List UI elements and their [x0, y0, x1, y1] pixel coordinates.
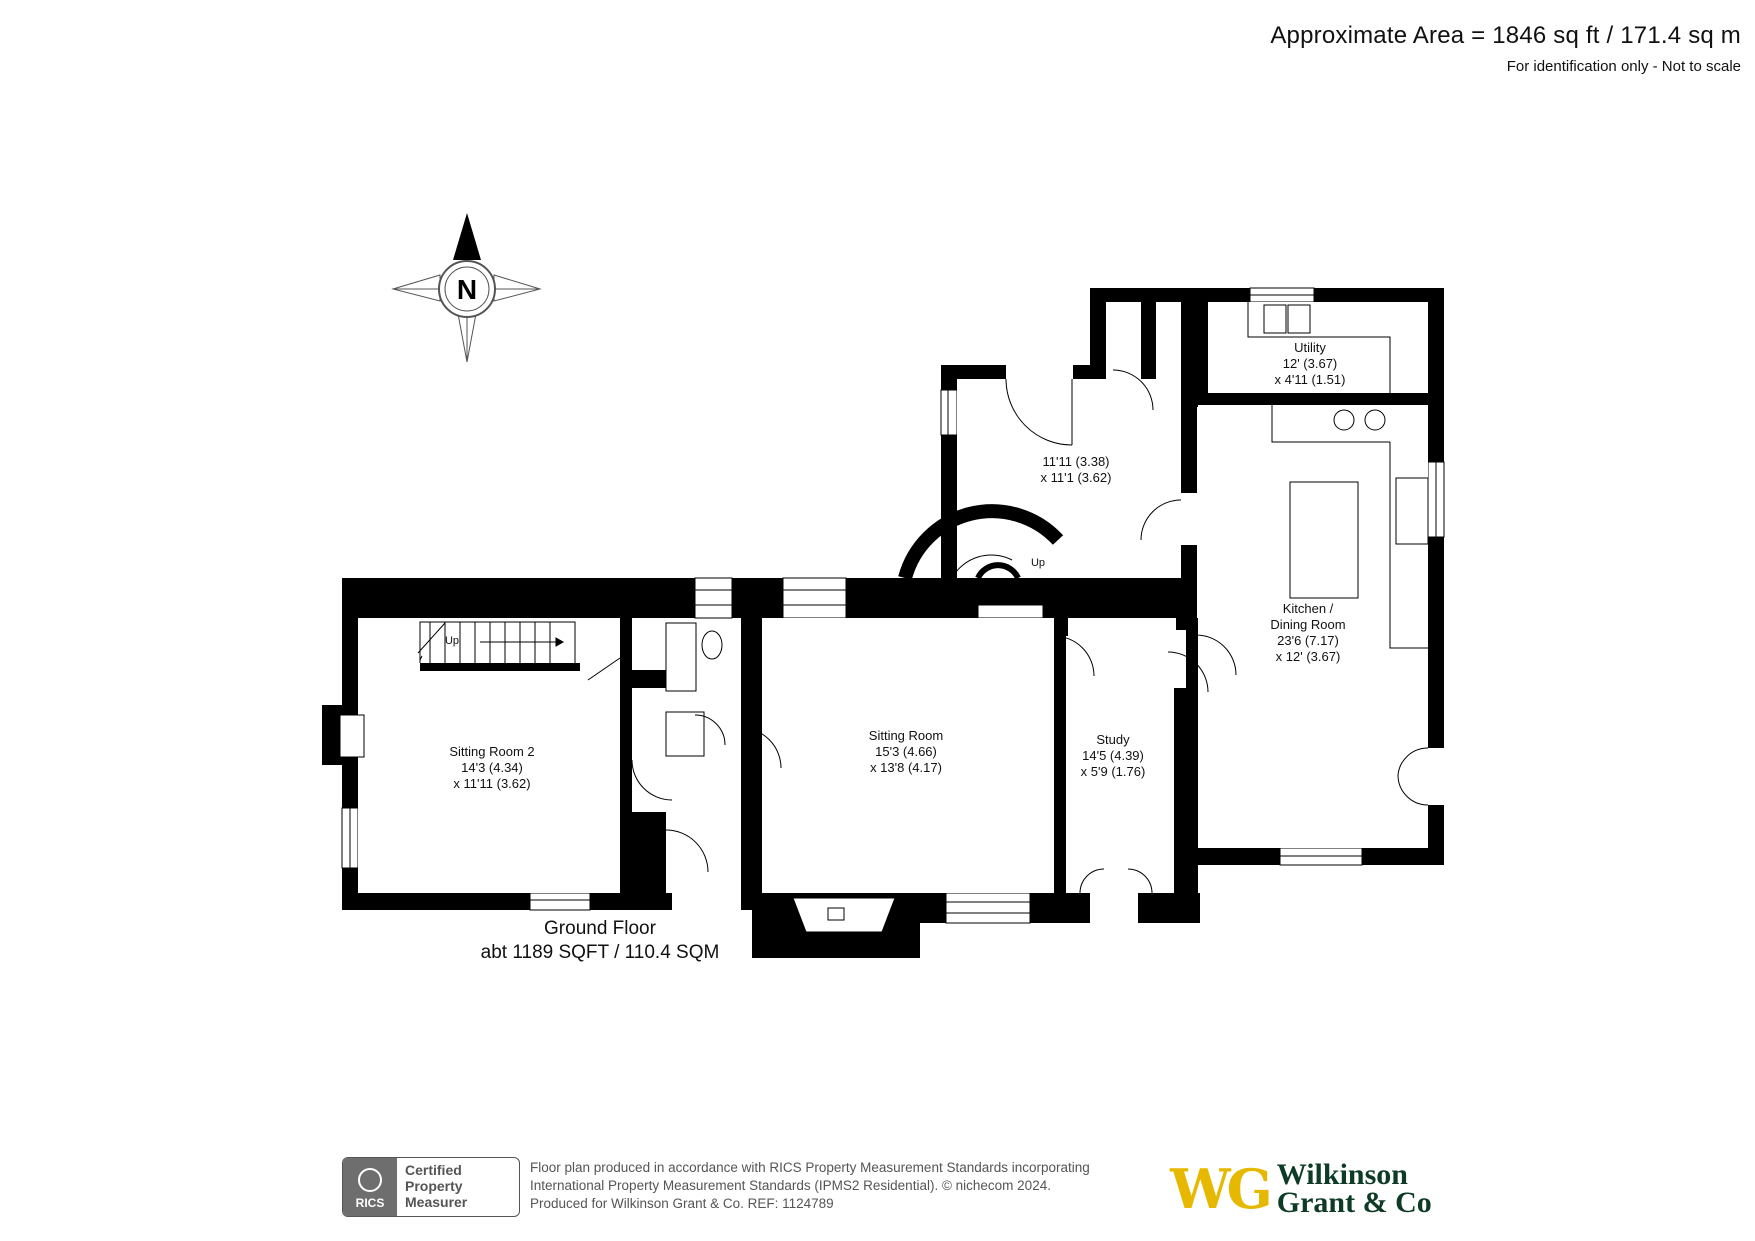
- study-dim1: 14'5 (4.39): [1082, 748, 1144, 763]
- agent-logo: WG Wilkinson Grant & Co: [1170, 1157, 1432, 1221]
- compass-north-label: N: [457, 274, 477, 305]
- rics-certified-badge: RICS Certified Property Measurer: [342, 1157, 520, 1217]
- kitchen-dim2: x 12' (3.67): [1276, 649, 1341, 664]
- rics-logo: RICS: [343, 1158, 397, 1216]
- certified-line-3: Measurer: [405, 1194, 468, 1210]
- sitting2-dim2: x 11'11 (3.62): [453, 776, 530, 791]
- study-dim2: x 5'9 (1.76): [1081, 764, 1146, 779]
- fixtures: [339, 302, 1429, 933]
- sitting2-dim1: 14'3 (4.34): [461, 760, 523, 775]
- stairs-up-label-2: Up: [1031, 557, 1045, 569]
- windows: [341, 287, 1445, 924]
- logo-name-line-1: Wilkinson: [1276, 1158, 1408, 1191]
- floor-area: abt 1189 SQFT / 110.4 SQM: [481, 942, 720, 963]
- rics-lion-icon: [358, 1168, 382, 1192]
- logo-name: Wilkinson Grant & Co: [1276, 1158, 1432, 1219]
- disclaimer-line-2: International Property Measurement Stand…: [530, 1178, 1051, 1193]
- disclaimer-line-1: Floor plan produced in accordance with R…: [530, 1160, 1090, 1175]
- floor-name: Ground Floor: [544, 918, 657, 939]
- hall-dim2: x 11'1 (3.62): [1041, 470, 1112, 485]
- footer: RICS Certified Property Measurer Floor p…: [342, 1157, 1442, 1221]
- kitchen-name-1: Kitchen /: [1283, 601, 1334, 616]
- study-name: Study: [1096, 732, 1130, 747]
- sitting2-name: Sitting Room 2: [449, 744, 534, 759]
- kitchen-dim1: 23'6 (7.17): [1277, 633, 1339, 648]
- partitions: [420, 379, 1429, 893]
- hall-dim1: 11'11 (3.38): [1042, 454, 1109, 469]
- certified-property-measurer: Certified Property Measurer: [397, 1158, 475, 1216]
- area-header: Approximate Area = 1846 sq ft / 171.4 sq…: [1270, 22, 1741, 75]
- logo-name-line-2: Grant & Co: [1276, 1186, 1432, 1219]
- scale-note: For identification only - Not to scale: [1506, 58, 1741, 75]
- sitting-name: Sitting Room: [869, 728, 943, 743]
- room-labels: Utility 12' (3.67) x 4'11 (1.51) 11'11 (…: [445, 340, 1346, 963]
- kitchen-name-2: Dining Room: [1270, 617, 1345, 632]
- approximate-area: Approximate Area = 1846 sq ft / 171.4 sq…: [1270, 22, 1741, 49]
- utility-dim2: x 4'11 (1.51): [1275, 372, 1346, 387]
- certified-line-2: Property: [405, 1178, 463, 1194]
- certified-line-1: Certified: [405, 1162, 462, 1178]
- utility-dim1: 12' (3.67): [1283, 356, 1338, 371]
- disclaimer: Floor plan produced in accordance with R…: [530, 1159, 1170, 1213]
- sitting-dim1: 15'3 (4.66): [875, 744, 937, 759]
- utility-name: Utility: [1294, 340, 1326, 355]
- logo-mark: WG: [1170, 1157, 1273, 1221]
- rics-badge-text: RICS: [355, 1196, 385, 1210]
- compass-icon: N: [391, 213, 542, 363]
- door-swings: [417, 369, 1429, 894]
- disclaimer-line-3: Produced for Wilkinson Grant & Co. REF: …: [530, 1196, 834, 1211]
- stairs-up-label-1: Up: [445, 635, 459, 647]
- sitting-dim2: x 13'8 (4.17): [870, 760, 942, 775]
